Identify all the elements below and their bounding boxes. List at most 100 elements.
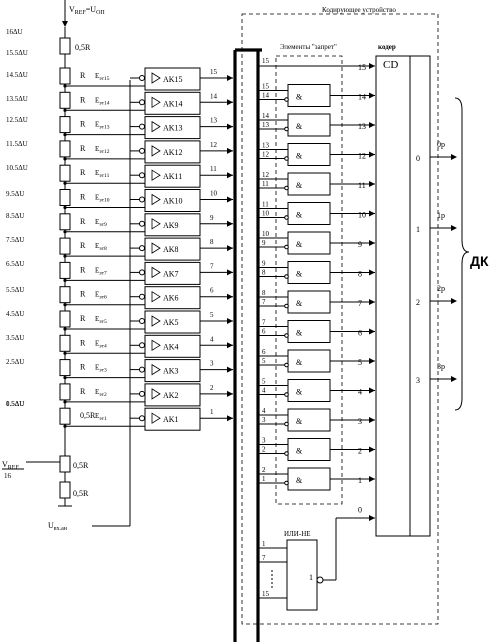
resistor-5: [59, 189, 71, 206]
comparator-name-2: AK13: [163, 124, 183, 133]
and-gate-symbol-9: &: [296, 358, 303, 367]
comparator-inv-bubble-4: [139, 172, 145, 179]
output-3p: 3p: [437, 362, 445, 371]
inhibit-title: Элементы "запрет": [280, 43, 337, 51]
coder-input-2: 2: [358, 447, 362, 456]
voltage-level-1: 15.5ΔU: [6, 49, 28, 57]
comparator-output-13: 2: [210, 384, 214, 392]
coder-input-4: 4: [358, 388, 362, 397]
comparator-inv-bubble-9: [139, 293, 145, 300]
bus-tap-15: 15: [262, 57, 270, 65]
and-gate-bubble-1: [284, 126, 289, 132]
comparator-inv-bubble-3: [139, 147, 145, 154]
and-gate-9-8: [287, 261, 331, 284]
voltage-level-5: 11.5ΔU: [6, 140, 28, 148]
and-gate-symbol-5: &: [296, 240, 303, 249]
and-gate-bubble-12: [284, 451, 289, 456]
reference-voltage-0: Eэт15: [95, 72, 110, 82]
nor-label: ИЛИ-НЕ: [284, 530, 311, 538]
resistor-11: [59, 334, 71, 352]
and-gate-11-10: [287, 202, 331, 225]
and-gate-symbol-6: &: [296, 270, 303, 279]
resistor-label-4: R: [80, 168, 86, 177]
comparator-symbol-6: [151, 218, 161, 230]
analog-input-label: Uвх.ан: [48, 80, 131, 532]
and-gate-bubble-2: [284, 156, 289, 161]
voltage-level-2: 14.5ΔU: [6, 71, 28, 79]
comparator-name-5: AK10: [163, 197, 183, 206]
and-gate-symbol-0: &: [296, 93, 303, 102]
dk-brace: [454, 97, 470, 411]
svg-text:VREF: VREF: [2, 460, 19, 471]
resistor-label-2: R: [80, 120, 86, 129]
coder-input-6: 6: [358, 329, 362, 338]
coder-input-13: 13: [358, 122, 366, 131]
reference-voltage-6: Eэт9: [95, 218, 107, 228]
comparator-ak1: [144, 407, 201, 431]
comparator-ak15: [144, 67, 201, 91]
comparator-output-14: 1: [210, 408, 214, 416]
coder-title: кодер: [378, 43, 396, 51]
comparator-name-4: AK11: [163, 172, 182, 181]
output-0p: 0p: [437, 140, 445, 149]
comparator-ak11: [144, 164, 201, 188]
resistor-label-14: 0,5R: [80, 411, 96, 420]
and-gate-in-a-5: 10: [262, 230, 270, 238]
comparator-name-7: AK8: [163, 245, 179, 254]
comparator-name-13: AK2: [163, 391, 179, 400]
comparator-symbol-5: [151, 193, 161, 206]
comparator-inv-bubble-6: [139, 220, 145, 227]
comparator-ak2: [144, 383, 201, 407]
comparator-ak12: [144, 140, 201, 164]
comparator-name-12: AK3: [163, 367, 179, 376]
comparator-output-5: 10: [210, 190, 218, 198]
coder-output-column: [409, 55, 431, 537]
comparator-ak7: [144, 261, 201, 285]
resistor-6: [59, 213, 71, 231]
comparator-output-8: 7: [210, 262, 214, 270]
coder-input-7: 7: [358, 299, 362, 308]
and-gate-bubble-9: [284, 362, 289, 368]
voltage-level-10: 6.5ΔU: [6, 260, 24, 268]
coder-input-12: 12: [358, 152, 366, 161]
comparator-symbol-14: [151, 412, 161, 424]
coder-input-15: 15: [358, 63, 366, 72]
and-gate-bubble-0: [284, 97, 289, 102]
comparator-inv-bubble-14: [139, 415, 145, 422]
and-gate-6-5: [287, 349, 331, 373]
coder-block: [375, 55, 411, 537]
resistor-label-6: R: [80, 217, 86, 226]
and-gate-in-a-13: 2: [262, 466, 266, 474]
coder-input-11: 11: [358, 181, 366, 190]
comparator-inv-bubble-8: [139, 269, 145, 276]
comparator-symbol-0: [151, 72, 161, 84]
resistor-2: [59, 116, 71, 134]
and-gate-in-a-7: 8: [262, 289, 266, 297]
comparator-inv-bubble-11: [139, 342, 145, 349]
comparator-name-1: AK14: [163, 99, 183, 108]
comparator-inv-bubble-5: [139, 196, 145, 203]
resistor-label-12: R: [80, 363, 86, 372]
and-gate-in-b-8: 6: [262, 328, 266, 336]
and-gate-bubble-5: [284, 244, 289, 250]
resistor-12: [59, 359, 71, 377]
comparator-inv-bubble-13: [139, 390, 145, 397]
and-gate-symbol-1: &: [296, 122, 303, 131]
comparator-symbol-4: [151, 169, 161, 181]
reference-voltage-14: Eэт1: [95, 412, 107, 422]
and-gate-bubble-11: [284, 421, 289, 427]
and-gate-in-b-12: 2: [262, 446, 266, 454]
comparator-output-11: 4: [210, 335, 214, 343]
and-gate-in-b-1: 13: [262, 121, 270, 129]
svg-text:VREF=UОП: VREF=UОП: [69, 5, 105, 16]
coder-input-0: 0: [358, 506, 362, 515]
coder-input-10: 10: [358, 211, 366, 220]
comparator-symbol-3: [151, 145, 161, 157]
voltage-level-4: 12.5ΔU: [6, 116, 28, 124]
and-gate-in-b-9: 5: [262, 357, 266, 365]
voltage-level-12: 4.5ΔU: [6, 310, 24, 318]
resistor-top: [59, 37, 71, 55]
dynamic-elements: 16ΔU15.5ΔU14.5ΔU13.5ΔU12.5ΔU11.5ΔU10.5ΔU…: [6, 27, 457, 515]
comparator-output-9: 6: [210, 287, 214, 295]
comparator-ak5: [144, 310, 201, 334]
